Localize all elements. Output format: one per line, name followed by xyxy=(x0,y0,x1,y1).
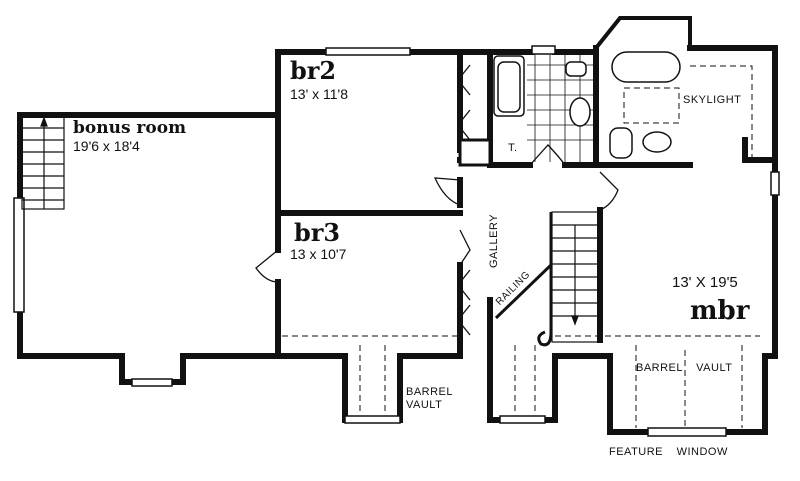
room-size-bonus: 19'6 x 18'4 xyxy=(73,138,140,154)
vault-lines xyxy=(282,65,760,428)
window-br3 xyxy=(344,415,401,424)
window-br2 xyxy=(325,47,411,56)
feature-window xyxy=(647,427,727,437)
room-size-br2: 13' x 11'8 xyxy=(290,86,349,102)
gallery-label: GALLERY xyxy=(488,213,500,268)
exterior-walls xyxy=(17,45,778,435)
skylight-label: SKYLIGHT xyxy=(683,94,742,106)
window-gallery xyxy=(499,415,546,424)
feature-window-label: FEATURE WINDOW xyxy=(609,446,728,458)
window-bonus-bottom xyxy=(131,378,173,387)
bay-window xyxy=(594,16,692,50)
room-name-mbr: mbr xyxy=(690,296,750,326)
toilet-label: T. xyxy=(508,142,518,154)
room-size-mbr: 13' X 19'5 xyxy=(672,274,738,291)
room-name-br3: br3 xyxy=(294,218,341,247)
stairs xyxy=(21,116,599,347)
room-name-br2: br2 xyxy=(290,56,337,85)
window-bath xyxy=(531,45,556,55)
barrel-vault-label-left: BARREL VAULT xyxy=(406,386,453,411)
windows xyxy=(13,16,780,437)
room-size-br3: 13 x 10'7 xyxy=(290,246,347,262)
door-swings xyxy=(255,64,619,336)
barrel-vault-label-mbr: BARREL VAULT xyxy=(636,362,733,374)
room-name-bonus: bonus room xyxy=(73,118,187,138)
window-mbr-side xyxy=(770,171,780,196)
window-bonus-left xyxy=(13,197,25,313)
bath-fixtures xyxy=(458,51,681,167)
